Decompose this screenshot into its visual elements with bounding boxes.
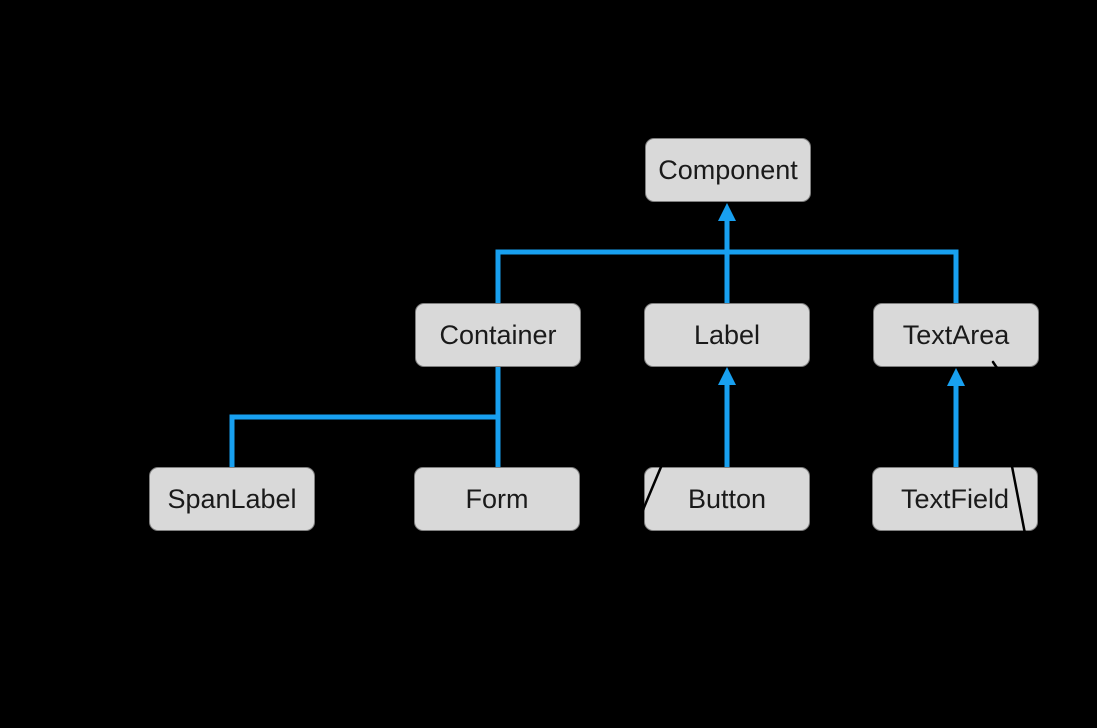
- arrowhead-into-textarea: [947, 368, 965, 386]
- node-button: Button: [644, 467, 810, 531]
- arrowhead-into-label: [718, 367, 736, 385]
- node-form: Form: [414, 467, 580, 531]
- node-label: Label: [644, 303, 810, 367]
- arrowhead-into-component: [718, 203, 736, 221]
- node-spanlabel: SpanLabel: [149, 467, 315, 531]
- node-container: Container: [415, 303, 581, 367]
- node-textarea: TextArea: [873, 303, 1039, 367]
- edge-bus-top: [495, 249, 959, 303]
- edge-bus-container: [229, 367, 501, 467]
- node-textfield: TextField: [872, 467, 1038, 531]
- node-component: Component: [645, 138, 811, 202]
